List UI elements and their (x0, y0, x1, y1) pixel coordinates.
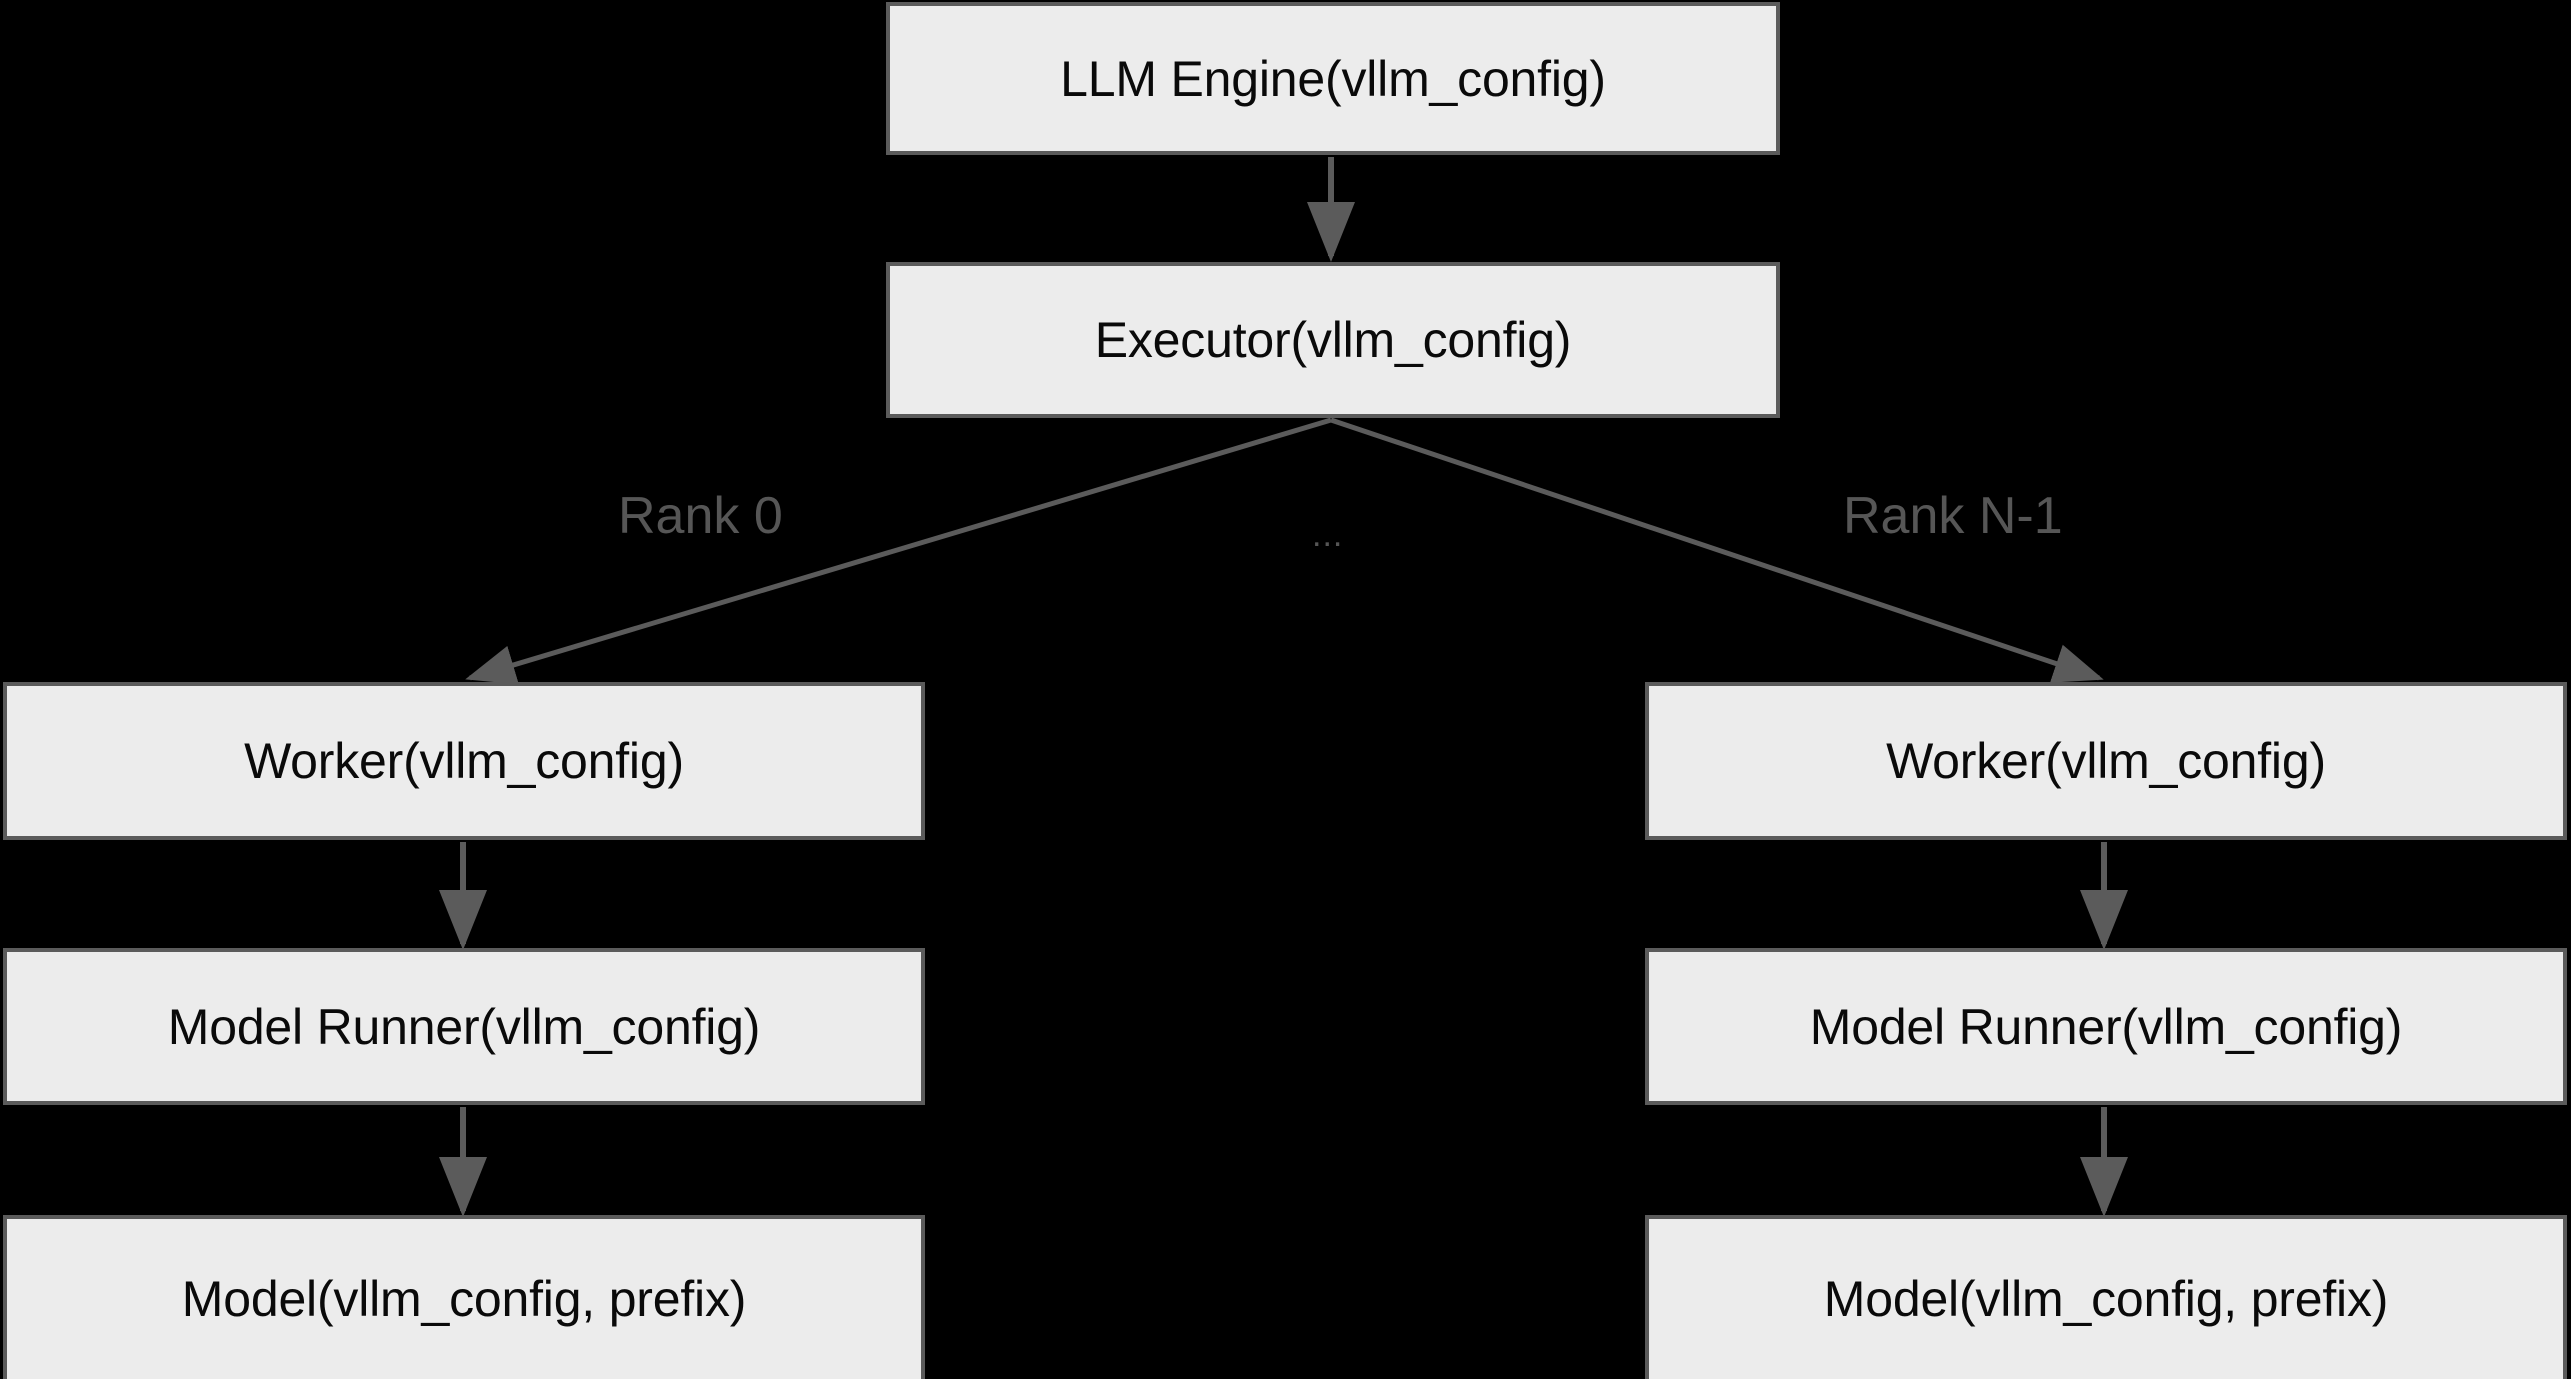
node-worker-rank-0-label: Worker(vllm_config) (244, 733, 684, 789)
node-model-rank-0-label: Model(vllm_config, prefix) (181, 1271, 747, 1327)
node-model-runner-rank-0-label: Model Runner(vllm_config) (167, 998, 761, 1055)
node-model-rank-n-label: Model(vllm_config, prefix) (1823, 1271, 2389, 1327)
node-model-runner-rank-0[interactable]: Model Runner(vllm_config) (3, 948, 925, 1105)
edge-label-ellipsis: ... (1312, 516, 1344, 554)
node-model-rank-n[interactable]: Model(vllm_config, prefix) (1645, 1215, 2567, 1379)
node-worker-rank-n-label: Worker(vllm_config) (1886, 733, 2326, 789)
edge-label-rank-0: Rank 0 (618, 487, 783, 545)
edge-executor-to-worker-n (1330, 417, 2104, 683)
node-executor-label: Executor(vllm_config) (1094, 312, 1572, 368)
node-worker-rank-0[interactable]: Worker(vllm_config) (3, 682, 925, 840)
node-worker-rank-n[interactable]: Worker(vllm_config) (1645, 682, 2567, 840)
node-llm-engine[interactable]: LLM Engine(vllm_config) (886, 2, 1780, 155)
node-model-runner-rank-n[interactable]: Model Runner(vllm_config) (1645, 948, 2567, 1105)
node-executor[interactable]: Executor(vllm_config) (886, 262, 1780, 418)
edge-label-rank-n: Rank N-1 (1843, 487, 2063, 545)
node-model-rank-0[interactable]: Model(vllm_config, prefix) (3, 1215, 925, 1379)
node-llm-engine-label: LLM Engine(vllm_config) (1060, 50, 1606, 107)
edge-executor-to-worker-0 (465, 417, 1332, 685)
node-model-runner-rank-n-label: Model Runner(vllm_config) (1809, 998, 2403, 1055)
